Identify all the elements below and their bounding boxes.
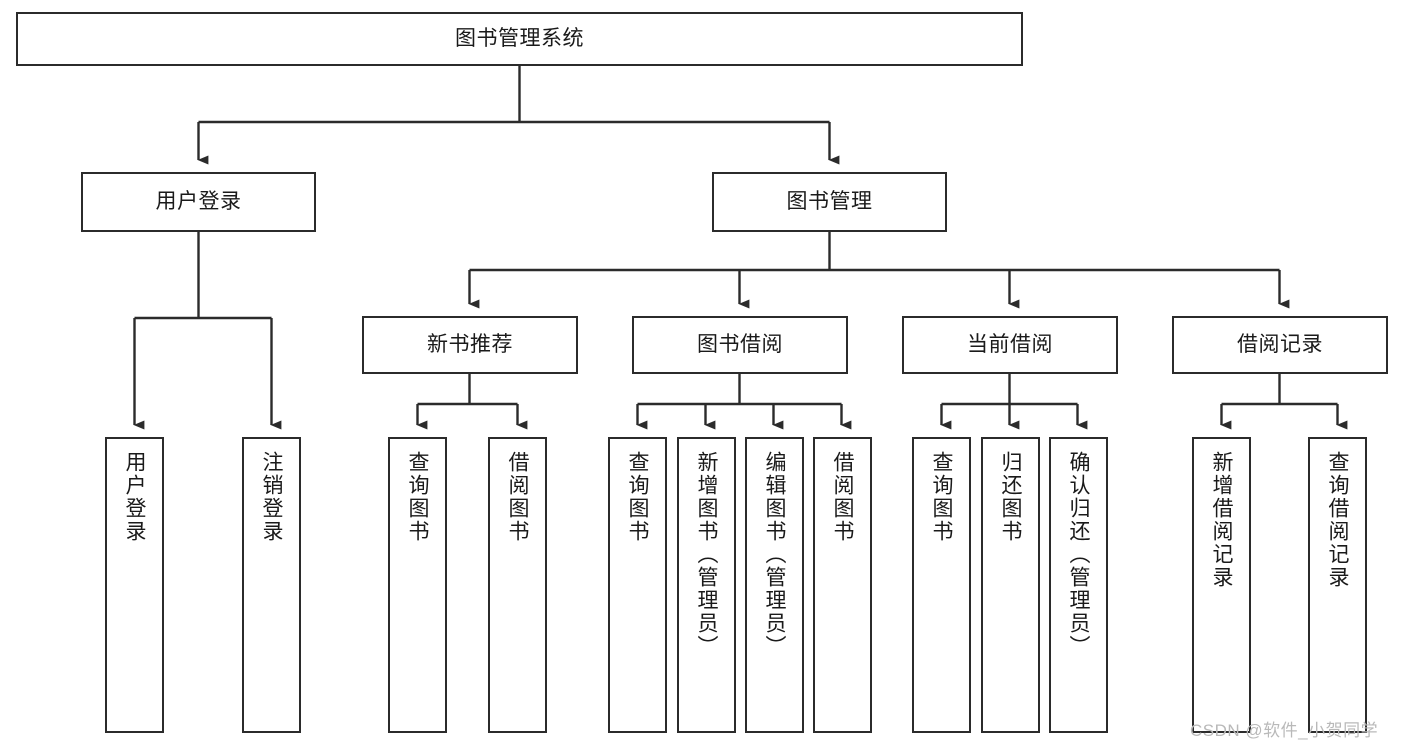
node-label: 归还图书 [999,451,1022,543]
leaf-book-borrow-add-book-admin[interactable]: 新增图书（管理员） [677,437,736,733]
node-book-borrowing[interactable]: 图书借阅 [632,316,848,374]
node-label: 新增借阅记录 [1210,451,1233,589]
node-label: 新书推荐 [427,332,513,356]
leaf-borrow-record-query-record[interactable]: 查询借阅记录 [1308,437,1367,733]
leaf-book-borrow-edit-book-admin[interactable]: 编辑图书（管理员） [745,437,804,733]
leaf-book-borrow-query-book[interactable]: 查询图书 [608,437,667,733]
node-user-login[interactable]: 用户登录 [81,172,316,232]
node-label: 查询图书 [626,451,649,543]
leaf-current-borrow-return-book[interactable]: 归还图书 [981,437,1040,733]
csdn-watermark: CSDN @软件_小贺同学 [1190,721,1379,740]
node-label: 确认归还（管理员） [1067,451,1090,658]
node-label: 图书借阅 [697,332,783,356]
leaf-user-login-signout[interactable]: 注销登录 [242,437,301,733]
leaf-new-book-borrow-book[interactable]: 借阅图书 [488,437,547,733]
node-label: 用户登录 [155,189,242,213]
node-label: 用户登录 [123,451,146,543]
node-label: 图书管理系统 [455,26,584,50]
node-root-book-management-system[interactable]: 图书管理系统 [16,12,1023,66]
node-label: 查询图书 [930,451,953,543]
node-label: 查询借阅记录 [1326,451,1349,589]
leaf-new-book-query-book[interactable]: 查询图书 [388,437,447,733]
leaf-current-borrow-confirm-return-admin[interactable]: 确认归还（管理员） [1049,437,1108,733]
node-label: 新增图书（管理员） [695,451,718,658]
node-new-book-recommendation[interactable]: 新书推荐 [362,316,578,374]
node-label: 当前借阅 [967,332,1053,356]
node-label: 注销登录 [260,451,283,543]
node-label: 借阅图书 [506,451,529,543]
node-label: 查询图书 [406,451,429,543]
leaf-book-borrow-borrow-book[interactable]: 借阅图书 [813,437,872,733]
node-current-borrowing[interactable]: 当前借阅 [902,316,1118,374]
node-book-management[interactable]: 图书管理 [712,172,947,232]
node-label: 编辑图书（管理员） [763,451,786,658]
node-label: 借阅记录 [1237,332,1323,356]
node-label: 图书管理 [786,189,873,213]
node-borrowing-record[interactable]: 借阅记录 [1172,316,1388,374]
leaf-current-borrow-query-book[interactable]: 查询图书 [912,437,971,733]
leaf-borrow-record-add-record[interactable]: 新增借阅记录 [1192,437,1251,733]
node-label: 借阅图书 [831,451,854,543]
leaf-user-login-signin[interactable]: 用户登录 [105,437,164,733]
